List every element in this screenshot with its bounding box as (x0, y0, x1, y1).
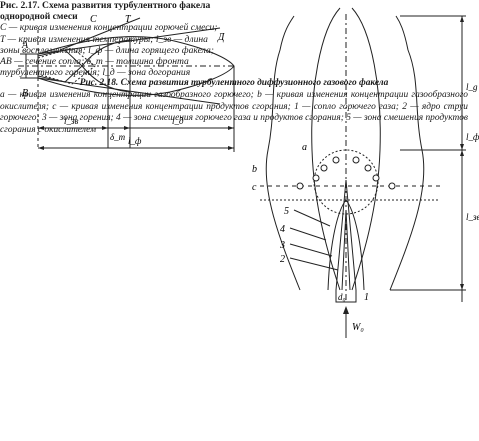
label-a: A (21, 40, 29, 51)
label-3: 3 (279, 240, 285, 251)
dim-l-d: l_д (172, 116, 184, 126)
label-t: T (125, 14, 132, 25)
fuel-jet-core (341, 209, 351, 291)
label-b: B (22, 88, 28, 99)
label-c-curve: c (252, 182, 257, 193)
figure-2-17-caption: Рис. 2.17. Схема развития турбулентного … (0, 0, 220, 78)
flame-tongue (311, 7, 381, 291)
label-w0: W₀ (352, 322, 364, 333)
label-b-curve: b (252, 164, 257, 175)
figure-2-18-diagram: a b c 5 4 3 2 1 d₀ W₀ l_g l_ф l_зв (252, 7, 479, 338)
dim-l-zv: l_зв (64, 116, 79, 126)
label-c: C (90, 14, 97, 25)
figure-2-17-title: Рис. 2.17. Схема развития турбулентного … (0, 0, 211, 23)
label-4: 4 (280, 224, 285, 235)
label-a-curve: a (302, 142, 307, 153)
combustion-zone-circle (313, 149, 379, 215)
label-d: Д (217, 32, 225, 43)
figure-2-17-legend: C — кривая изменения концентрации горюче… (0, 22, 218, 79)
label-d0: d₀ (338, 292, 346, 302)
dim-l-zv: l_зв (466, 212, 479, 222)
label-1: 1 (364, 292, 369, 303)
dim-l-f: l_ф (466, 132, 479, 142)
outer-mixing-envelope (265, 15, 425, 291)
figure-2-17-diagram: A B C T Д l_зв δ_т l_д l_ф (18, 14, 235, 152)
label-2: 2 (280, 254, 285, 265)
gas-nozzle (335, 290, 357, 303)
dim-l-f: l_ф (128, 136, 142, 146)
dim-l-g: l_g (466, 82, 478, 92)
temperature-curve-t (81, 39, 131, 93)
label-5: 5 (284, 206, 289, 217)
dim-delta-t: δ_т (110, 132, 126, 142)
